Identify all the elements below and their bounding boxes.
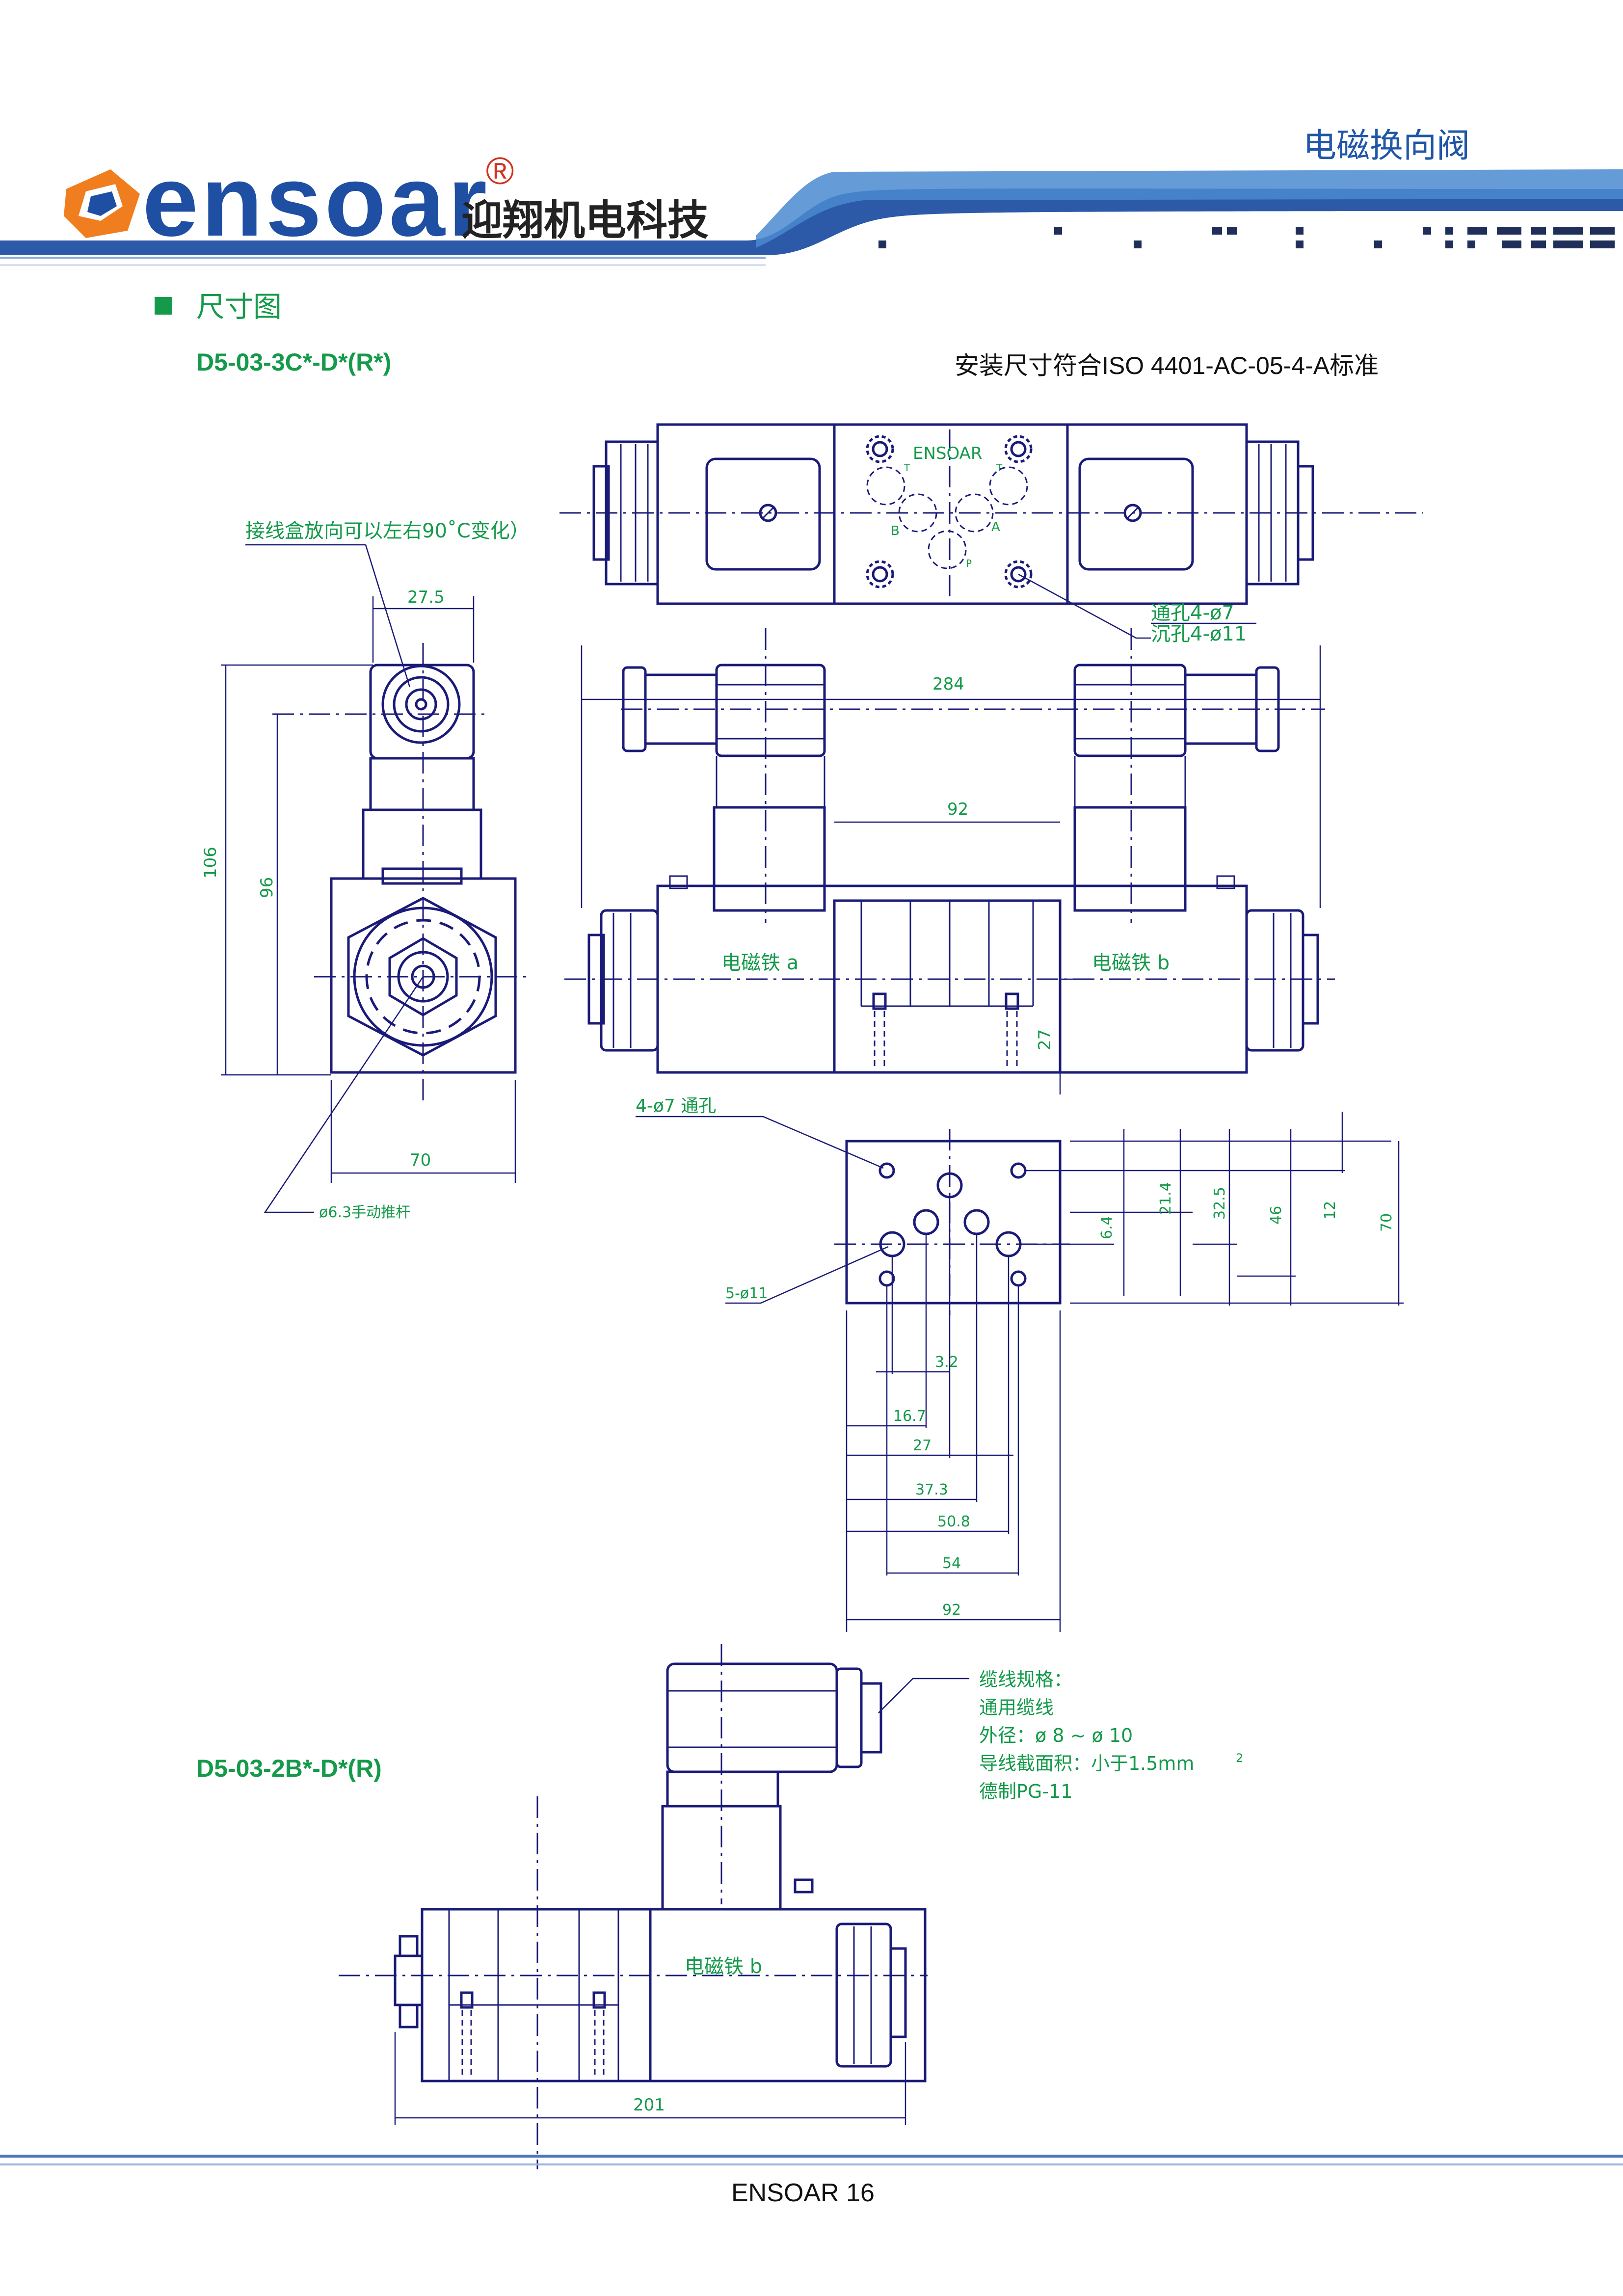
port-b: B [891, 524, 900, 538]
section-title-text: 尺寸图 [196, 291, 282, 323]
port-t-right: T [996, 462, 1003, 474]
ports-note: 5-ø11 [725, 1285, 768, 1302]
dim-46: 46 [1268, 1206, 1285, 1225]
dim-50-8: 50.8 [937, 1513, 970, 1530]
side-view-drawing: 接线盒放向可以左右90˚C变化） 27.5 106 [201, 520, 530, 1221]
top-view-drawing: ENSOAR T T B A P 通孔4-ø7 沉孔4-ø11 [559, 423, 1423, 645]
registered-mark: ® [486, 149, 514, 192]
dim-12: 12 [1322, 1201, 1339, 1220]
dim-201: 201 [633, 2095, 665, 2115]
dim-21-4: 21.4 [1157, 1182, 1174, 1215]
brand-wordmark: ensoar [142, 145, 490, 257]
page-label: ENSOAR 16 [731, 2179, 875, 2207]
counterbore-note: 沉孔4-ø11 [1151, 623, 1247, 645]
standard-note: 安装尺寸符合ISO 4401-AC-05-4-A标准 [955, 352, 1379, 379]
bottom-view-drawing: 电磁铁 b 201 [339, 1644, 928, 2169]
cable-spec-diameter: 外径：ø 8 ~ ø 10 [979, 1725, 1133, 1746]
cable-spec-title: 缆线规格： [979, 1669, 1072, 1690]
product-title: 电磁换向阀 [1303, 127, 1470, 165]
section-title: 尺寸图 [155, 291, 282, 323]
through-hole-4-note: 4-ø7 通孔 [636, 1096, 716, 1116]
cable-spec-section: 导线截面积：小于1.5mm [979, 1753, 1194, 1774]
port-t-left: T [904, 462, 910, 474]
dim-70-side: 70 [410, 1150, 431, 1170]
ensoar-logo-emblem [64, 169, 140, 238]
header-swoosh-light [756, 169, 1623, 248]
model-code-bottom: D5-03-2B*-D*(R) [196, 1755, 382, 1782]
footer: ENSOAR 16 [0, 2155, 1623, 2207]
dim-3-2: 3.2 [935, 1354, 958, 1371]
dim-32-5: 32.5 [1211, 1187, 1228, 1220]
solenoid-b-label: 电磁铁 b [1092, 952, 1170, 974]
dim-92-front: 92 [947, 800, 968, 819]
dim-284: 284 [932, 674, 964, 694]
port-p: P [966, 558, 972, 569]
cable-spec-type: 通用缆线 [979, 1697, 1054, 1718]
model-code-top: D5-03-3C*-D*(R*) [196, 348, 391, 376]
header-pixel-dots [878, 227, 1615, 248]
solenoid-b-bottom-label: 电磁铁 b [685, 1955, 762, 1978]
header-swoosh [0, 188, 1623, 255]
header: ensoar ® 迎翔机电科技 电磁换向阀 [0, 127, 1623, 266]
company-name: 迎翔机电科技 [461, 197, 709, 243]
cable-spec-gland: 德制PG-11 [979, 1781, 1072, 1802]
dim-106: 106 [201, 847, 220, 879]
dim-96: 96 [257, 877, 277, 898]
solenoid-a-label: 电磁铁 a [721, 952, 798, 974]
dim-70-face: 70 [1378, 1213, 1395, 1232]
dim-27-5: 27.5 [407, 587, 445, 607]
section-bullet [155, 297, 172, 315]
port-a: A [991, 520, 1000, 534]
through-hole-note: 通孔4-ø7 [1151, 602, 1234, 624]
dim-27-face: 27 [913, 1437, 931, 1454]
junction-box-note: 接线盒放向可以左右90˚C变化） [245, 520, 530, 542]
plate-brand: ENSOAR [913, 444, 983, 463]
dim-6-4: 6.4 [1098, 1216, 1116, 1239]
cable-spec-section-sup: 2 [1236, 1751, 1243, 1765]
dim-16-7: 16.7 [893, 1408, 926, 1425]
dim-54: 54 [942, 1555, 961, 1572]
dim-37-3: 37.3 [915, 1481, 948, 1498]
dim-92-face: 92 [942, 1602, 961, 1619]
cable-spec: 缆线规格： 通用缆线 外径：ø 8 ~ ø 10 导线截面积：小于1.5mm 2… [878, 1669, 1243, 1802]
manual-push-note: ø6.3手动推杆 [319, 1204, 410, 1221]
mounting-face-drawing: 4-ø7 通孔 5-ø11 6.4 21.4 32.5 46 12 70 [636, 1096, 1404, 1632]
dim-27-front: 27 [1035, 1029, 1055, 1050]
front-view-drawing: 电磁铁 a 电磁铁 b 284 92 27 [564, 628, 1335, 1095]
